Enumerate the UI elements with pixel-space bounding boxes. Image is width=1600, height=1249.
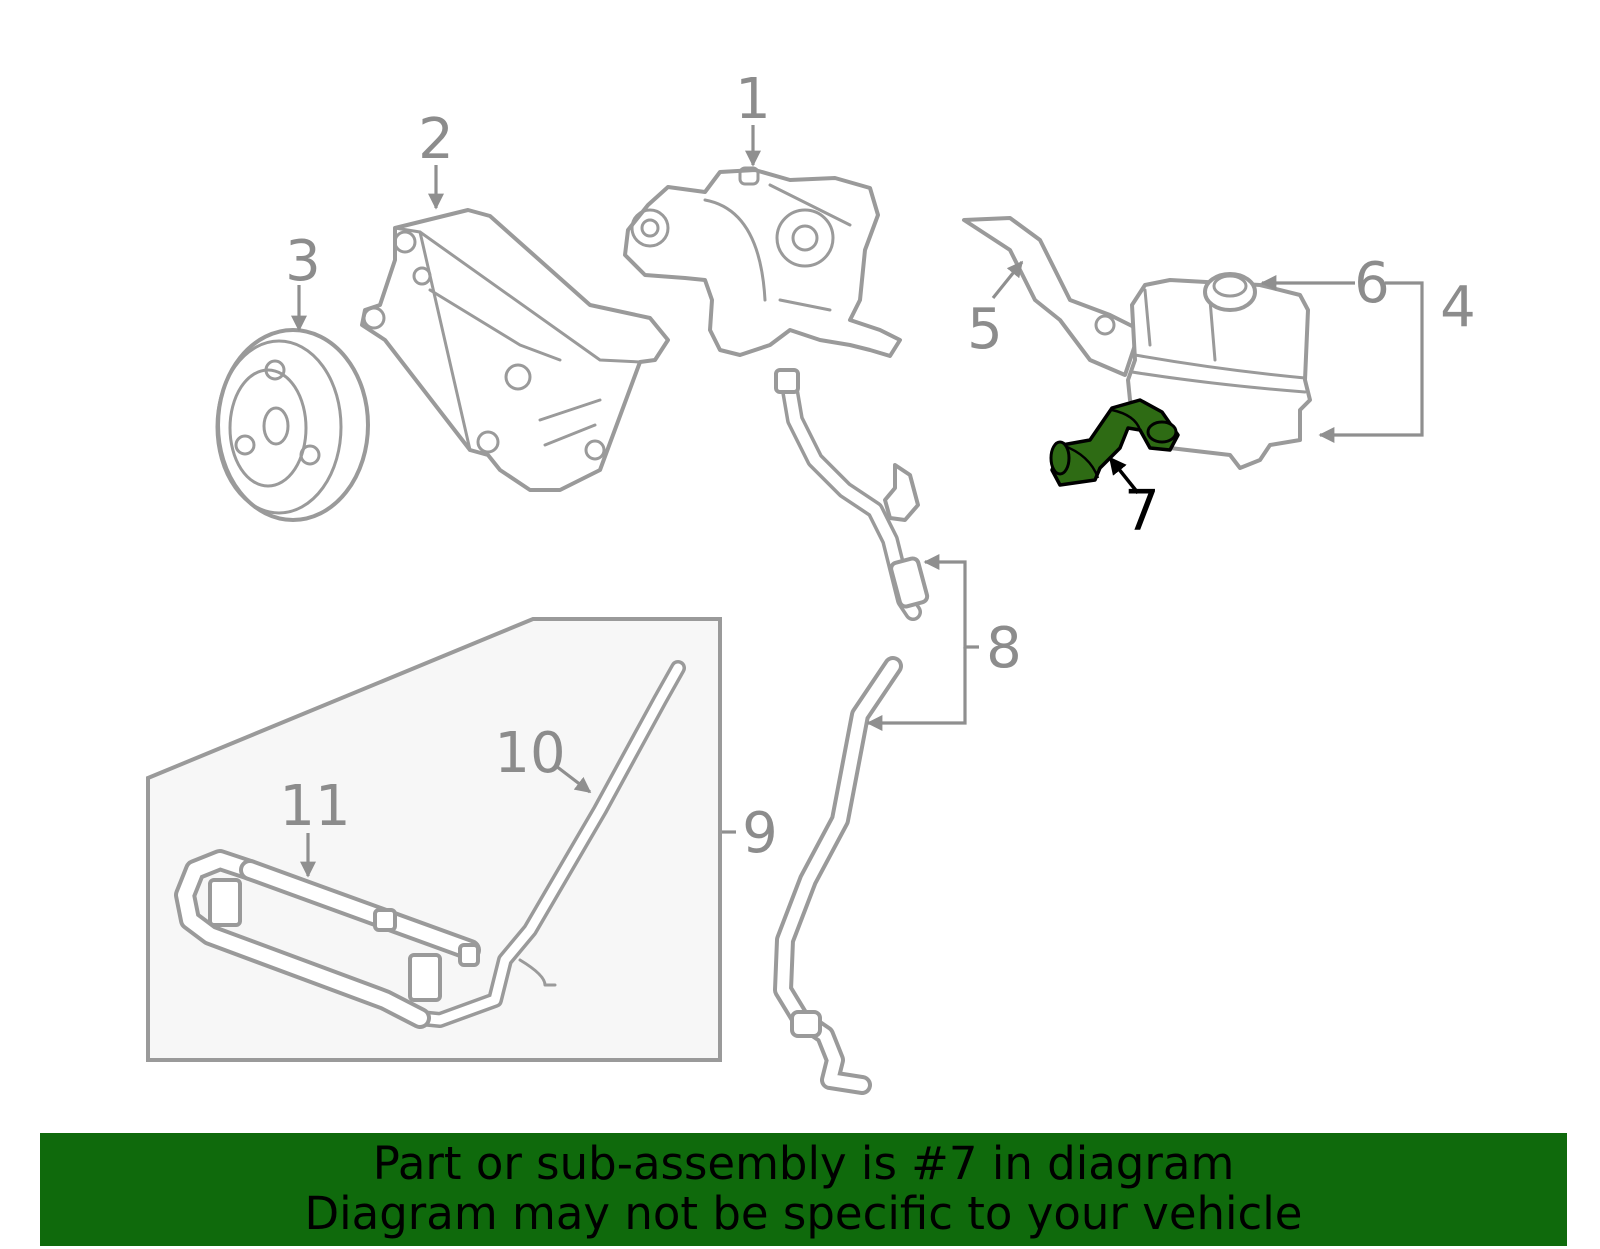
callout-8: 8: [986, 616, 1022, 681]
callout-6: 6: [1354, 251, 1390, 316]
bracket-part-2[interactable]: [360, 208, 670, 492]
banner-line-2: Diagram may not be specific to your vehi…: [304, 1187, 1303, 1240]
callout-9: 9: [742, 801, 778, 866]
pump-part-1[interactable]: [623, 166, 902, 358]
callout-11: 11: [279, 774, 350, 839]
callout-10: 10: [494, 721, 565, 786]
banner-line-1: Part or sub-assembly is #7 in diagram: [372, 1137, 1235, 1190]
reservoir-cap-part-6[interactable]: [1203, 272, 1257, 312]
reservoir-part-4[interactable]: [1126, 272, 1312, 470]
callout-7: 7: [1124, 479, 1160, 544]
callout-2: 2: [418, 107, 454, 172]
inset-box: [146, 617, 722, 1062]
callout-5: 5: [967, 297, 1003, 362]
callout-4: 4: [1440, 275, 1476, 340]
callout-1: 1: [735, 67, 771, 132]
hose-part-7[interactable]: [1049, 398, 1180, 487]
pulley-part-3[interactable]: [215, 328, 370, 522]
leader-lines: [291, 125, 1424, 878]
cooler-part-11[interactable]: [174, 849, 481, 1029]
bracket-part-5[interactable]: [962, 216, 1142, 377]
info-banner: Part or sub-assembly is #7 in diagram Di…: [40, 1133, 1567, 1246]
hose-part-8-lower[interactable]: [773, 656, 903, 1095]
tube-part-10[interactable]: [412, 660, 686, 1028]
callout-3: 3: [285, 229, 321, 294]
hose-part-8-upper[interactable]: [774, 368, 930, 621]
